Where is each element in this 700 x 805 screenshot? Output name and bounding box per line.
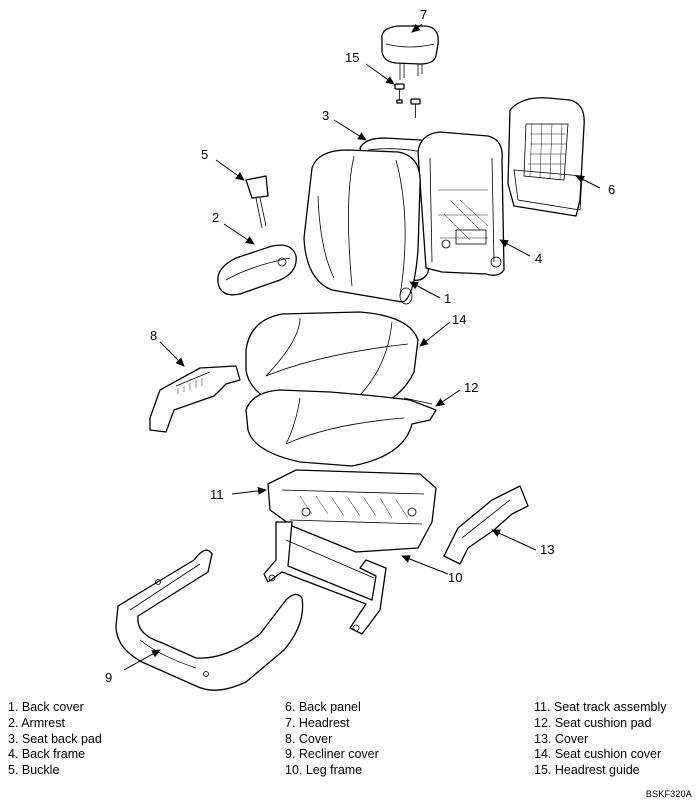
back-cover (303, 149, 421, 305)
legend-column-3: 11. Seat track assembly 12. Seat cushion… (534, 700, 666, 779)
legend-item: 14. Seat cushion cover (534, 747, 662, 762)
parts-legend: 1. Back cover 2. Armrest 3. Seat back pa… (0, 700, 700, 780)
callout-11: 11 (210, 487, 224, 502)
callout-13: 13 (540, 542, 554, 557)
back-frame (417, 131, 505, 276)
callout-3: 3 (322, 108, 329, 123)
callout-5: 5 (201, 147, 208, 162)
callout-15: 15 (345, 50, 359, 65)
legend-item: 2. Armrest (8, 715, 65, 730)
legend-item: 11. Seat track assembly (534, 700, 667, 714)
legend-item: 6. Back panel (285, 700, 361, 714)
legend-item: 13. Cover (534, 731, 589, 746)
callout-labels: 1 2 3 4 5 6 7 8 9 10 11 12 13 14 15 (105, 7, 615, 685)
legend-item: 10. Leg frame (285, 763, 363, 778)
callout-2: 2 (212, 210, 219, 225)
legend-item: 3. Seat back pad (8, 731, 102, 746)
legend-item: 15. Headrest guide (534, 763, 640, 778)
callout-1: 1 (444, 291, 451, 306)
callout-12: 12 (464, 380, 478, 395)
armrest (217, 244, 297, 296)
legend-item: 4. Back frame (8, 747, 86, 762)
seat-track-assembly (267, 469, 437, 553)
callout-14: 14 (452, 312, 466, 327)
cover-13 (443, 485, 529, 565)
headrest-guides (394, 83, 421, 118)
callout-6: 6 (608, 182, 615, 197)
recliner-cover (115, 549, 304, 691)
figure-code: BSKF320A (645, 789, 692, 799)
legend-column-2: 6. Back panel 7. Headrest 8. Cover 9. Re… (285, 700, 379, 779)
headrest (381, 25, 439, 80)
legend-item: 7. Headrest (285, 715, 350, 730)
callout-10: 10 (448, 570, 462, 585)
legend-item: 9. Recliner cover (285, 747, 379, 762)
legend-item: 12. Seat cushion pad (534, 715, 652, 730)
seat-cushion-pad (245, 389, 437, 467)
leader-lines (123, 23, 601, 671)
legend-item: 8. Cover (285, 731, 333, 746)
buckle (245, 175, 269, 229)
legend-item: 5. Buckle (8, 763, 60, 778)
back-panel (507, 97, 585, 217)
callout-9: 9 (105, 670, 112, 685)
callout-7: 7 (420, 7, 427, 22)
callout-8: 8 (150, 328, 157, 343)
cover-8 (149, 365, 241, 433)
legend-column-1: 1. Back cover 2. Armrest 3. Seat back pa… (8, 700, 102, 779)
leg-frame (263, 521, 387, 635)
legend-item: 1. Back cover (8, 700, 84, 714)
callout-4: 4 (535, 251, 542, 266)
